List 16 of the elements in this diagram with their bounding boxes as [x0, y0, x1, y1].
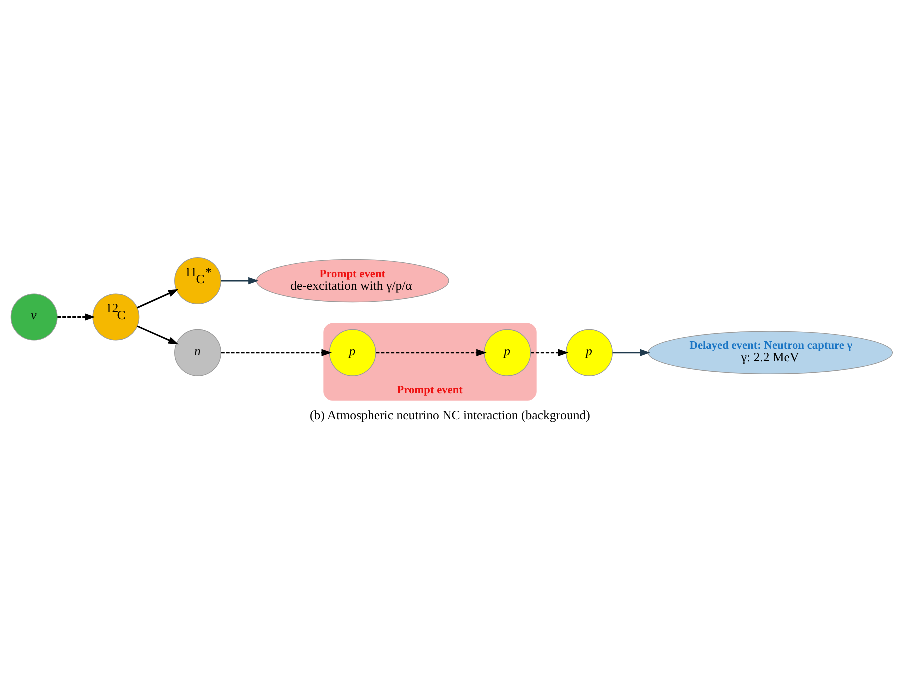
node-circle: p	[329, 329, 376, 376]
node-circle: p	[566, 329, 613, 376]
arrow	[612, 349, 650, 356]
arrow	[221, 277, 259, 285]
node-circle: p	[484, 329, 532, 376]
node-circle: n	[174, 329, 222, 376]
arrow	[376, 349, 487, 356]
arrow	[137, 289, 179, 309]
node-ellipse: Delayed event: Neutron capture γ γ: 2.2 MeV	[648, 331, 894, 374]
caption: (b) Atmospheric neutrino NC interaction (background)	[310, 408, 590, 422]
arrow	[531, 349, 569, 356]
arrow	[58, 314, 96, 321]
node-circle: ν	[10, 294, 58, 341]
arrow	[137, 326, 179, 345]
node-ellipse: Prompt event de-excitation with γ/p/α	[256, 259, 450, 303]
arrow	[221, 349, 332, 356]
